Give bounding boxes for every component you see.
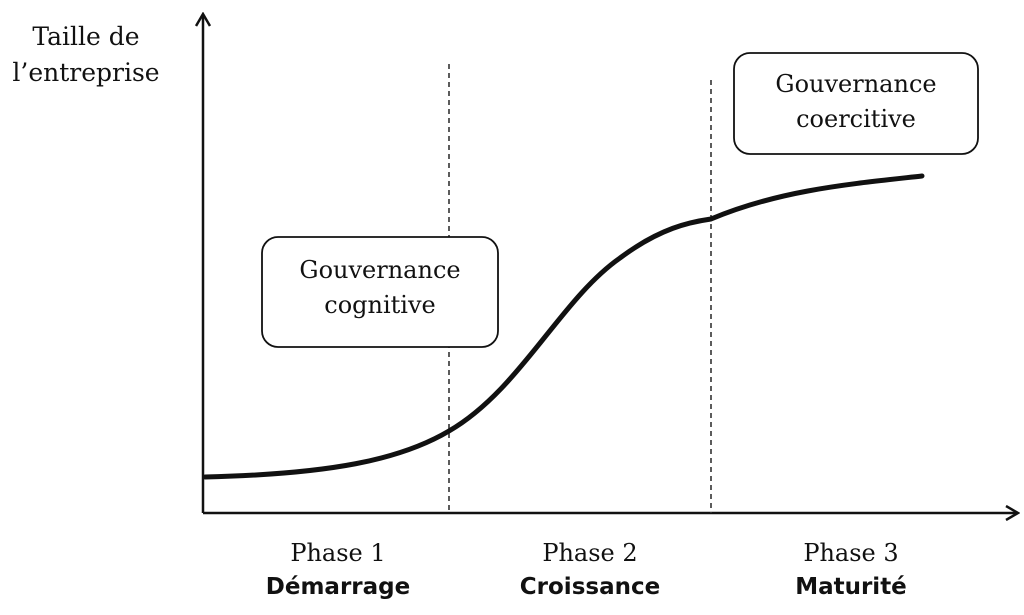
- phase-2-label: Phase 2 Croissance: [520, 539, 660, 600]
- cognitive-governance-box: Gouvernance cognitive: [261, 236, 499, 348]
- phase-3-number: Phase 3: [803, 539, 898, 567]
- coercive-box-line1: Gouvernance: [775, 70, 936, 98]
- coercive-governance-box: Gouvernance coercitive: [733, 52, 979, 155]
- phase-1-number: Phase 1: [290, 539, 385, 567]
- growth-s-curve: [202, 173, 925, 480]
- y-axis-label-line2: l’entreprise: [12, 58, 159, 87]
- phase-3-label: Phase 3 Maturité: [795, 539, 907, 600]
- phase-2-name: Croissance: [520, 574, 660, 600]
- coercive-box-line2: coercitive: [796, 105, 916, 133]
- phase-3-name: Maturité: [795, 574, 907, 600]
- phase-1-label: Phase 1 Démarrage: [266, 539, 410, 600]
- y-axis-label-line1: Taille de: [32, 22, 139, 51]
- phase-1-name: Démarrage: [266, 574, 410, 600]
- cognitive-box-line2: cognitive: [324, 291, 435, 319]
- cognitive-box-line1: Gouvernance: [299, 256, 460, 284]
- phase-2-number: Phase 2: [542, 539, 637, 567]
